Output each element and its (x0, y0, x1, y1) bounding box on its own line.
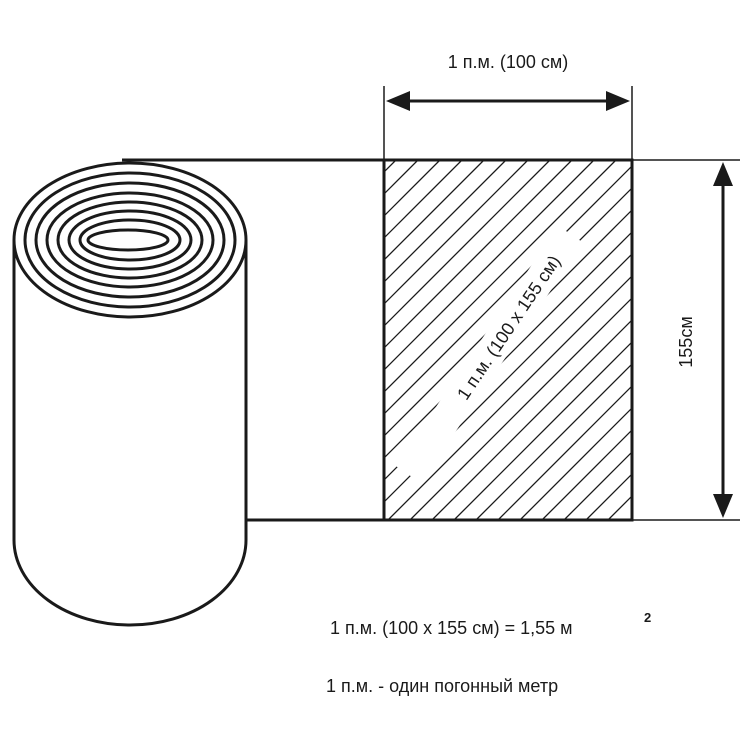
height-label: 155см (676, 316, 696, 367)
roll-spiral (12, 161, 248, 319)
width-dimension: 1 п.м. (100 см) (383, 52, 633, 160)
width-label: 1 п.м. (100 см) (448, 52, 569, 72)
hatch-line (384, 165, 632, 415)
hatch-line (384, 187, 632, 437)
area-label-backdrop (396, 225, 584, 483)
arrowhead-right-icon (606, 91, 630, 111)
hatch-line (384, 160, 397, 173)
hatch-line (384, 160, 617, 393)
hatch-line (384, 160, 441, 217)
hatch-line (409, 297, 632, 520)
hatch-line (384, 160, 595, 371)
arrowhead-down-icon (713, 494, 733, 518)
hatch-line (431, 319, 632, 520)
hatch-line (453, 341, 632, 520)
fabric-roll (12, 161, 248, 627)
hatch-line (475, 363, 632, 520)
hatch-line (585, 473, 632, 520)
hatch-line (384, 160, 573, 349)
hatch-line (384, 160, 463, 239)
hatch-line (384, 160, 551, 327)
roll-body (12, 240, 248, 627)
hatch-line (384, 160, 529, 305)
formula-superscript: 2 (644, 610, 651, 625)
legend-text: 1 п.м. - один погонный метр (326, 676, 558, 696)
hatch-line (519, 407, 632, 520)
hatched-section: 1 п.м. (100 х 155 см) (14, 158, 634, 522)
hatch-line (14, 160, 374, 520)
hatch-line (384, 160, 485, 261)
hatch-line (497, 385, 632, 520)
hatch-line (384, 160, 507, 283)
section-border (382, 158, 634, 522)
arrowhead-left-icon (386, 91, 410, 111)
hatch-line (563, 451, 632, 520)
arrowhead-up-icon (713, 162, 733, 186)
formula: 1 п.м. (100 х 155 см) = 1,55 м 2 (330, 610, 651, 638)
formula-text: 1 п.м. (100 х 155 см) = 1,55 м (330, 618, 573, 638)
hatch-line (387, 275, 632, 520)
hatch-line (541, 429, 632, 520)
height-dimension: 155см (632, 159, 740, 521)
